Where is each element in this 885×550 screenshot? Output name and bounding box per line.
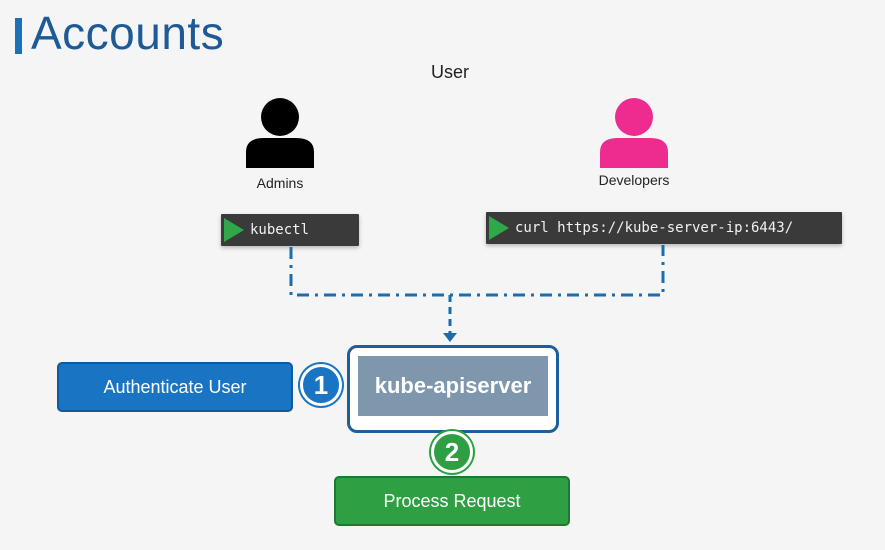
- dash-dot-connector: [289, 245, 665, 297]
- step-1-badge: 1: [300, 364, 342, 406]
- developers-label: Developers: [598, 172, 670, 188]
- apiserver-box: kube-apiserver: [358, 356, 548, 416]
- page-title: Accounts: [31, 7, 225, 59]
- kubectl-command: kubectl: [250, 222, 310, 238]
- title-accent-bar: [15, 18, 22, 54]
- process-request-box: Process Request: [334, 476, 570, 526]
- kubectl-terminal: kubectl: [221, 214, 359, 246]
- admins-label: Admins: [256, 175, 304, 191]
- authenticate-user-box: Authenticate User: [57, 362, 293, 412]
- curl-terminal: curl https://kube-server-ip:6443/: [486, 212, 842, 244]
- admin-person-icon: [246, 98, 314, 168]
- user-label: User: [430, 62, 469, 82]
- curl-command: curl https://kube-server-ip:6443/: [515, 220, 794, 236]
- step-2-badge: 2: [431, 431, 473, 473]
- play-icon: [224, 218, 244, 242]
- developer-person-icon: [600, 98, 668, 168]
- play-icon: [489, 216, 509, 240]
- arrow-head-icon: [443, 333, 457, 342]
